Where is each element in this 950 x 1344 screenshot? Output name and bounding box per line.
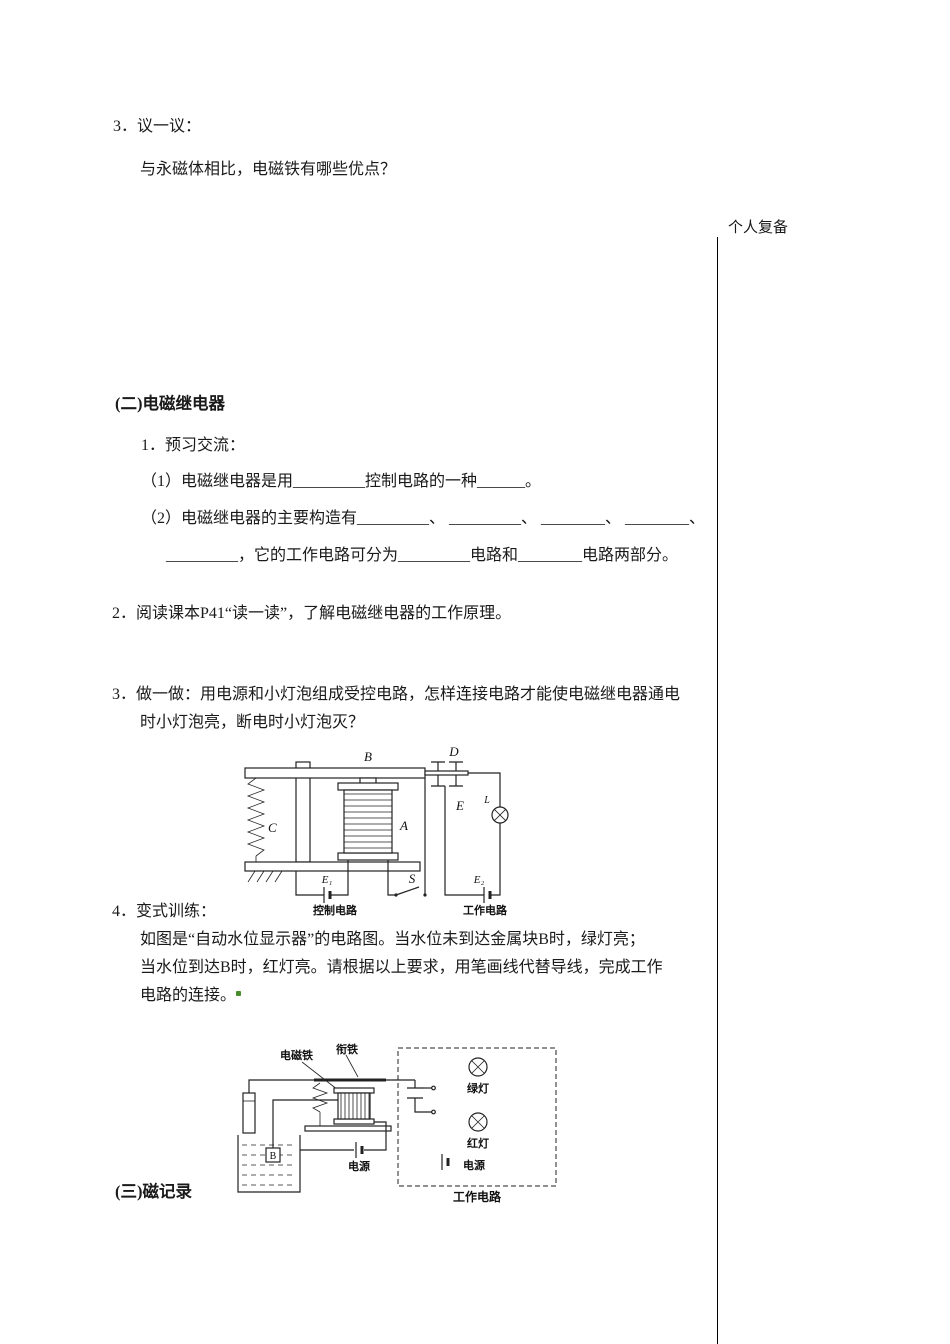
- water-terminal-dot-top: [431, 1085, 436, 1091]
- bottom-rail-right: [364, 1121, 387, 1151]
- relay-label-S: S: [409, 871, 416, 886]
- armature-leader-line: [345, 1054, 359, 1078]
- green-lamp-cross: [471, 1060, 485, 1074]
- item3-heading: 3．议一议：: [113, 118, 202, 135]
- water-spring: [311, 1082, 329, 1113]
- item3-question: 与永磁体相比，电磁铁有哪些优点？: [140, 161, 397, 178]
- section-relay-title: (二)电磁继电器: [115, 394, 225, 413]
- water-level-diagram: 绿灯 红灯 电源 工作电路 电磁铁 衔铁: [237, 1042, 557, 1204]
- relay-q3-line2: 时小灯泡亮，断电时小灯泡灭？: [140, 714, 365, 731]
- relay-label-B: B: [364, 749, 372, 764]
- relay-label-L: L: [483, 795, 490, 806]
- water-coil-winding-hatch: [340, 1093, 370, 1119]
- water-frame-base: [304, 1125, 392, 1132]
- relay-lamp-wire-top: [468, 772, 501, 807]
- relay-armature-bar: [244, 767, 426, 779]
- water-container: [237, 1135, 301, 1193]
- relay-switch-blade: [395, 886, 420, 896]
- relay-control-circuit-label: 控制电路: [313, 903, 358, 917]
- metal-block-label: B: [270, 1151, 277, 1162]
- water-coil-bottom-flange: [333, 1118, 375, 1125]
- electromagnet-leader-line: [301, 1061, 339, 1091]
- relay-q4-heading: 4．变式训练：: [112, 903, 217, 920]
- relay-lower-contacts: [431, 775, 463, 787]
- relay-q1-line3: _________，它的工作电路可分为_________电路和________电…: [166, 547, 679, 564]
- red-lamp-label: 红灯: [467, 1136, 489, 1150]
- relay-label-A: A: [399, 818, 408, 833]
- relay-coil-bottom-flange: [337, 852, 399, 861]
- green-lamp-label: 绿灯: [467, 1081, 489, 1095]
- left-battery-wire: [248, 1079, 314, 1093]
- relay-coil-winding-hatch: [344, 793, 392, 849]
- relay-battery2-wire: [444, 786, 484, 896]
- relay-q1-line2: （2）电磁继电器的主要构造有_________、 _________、 ____…: [141, 510, 706, 527]
- relay-base: [244, 861, 421, 872]
- water-terminal-dot-bottom: [431, 1109, 436, 1115]
- relay-q2: 2．阅读课本P41“读一读”，了解电磁继电器的工作原理。: [112, 605, 512, 622]
- relay-lamp-wire-bottom: [490, 823, 501, 896]
- red-lamp-cross: [471, 1115, 485, 1129]
- green-dot-mark: [236, 991, 241, 996]
- armature-label: 衔铁: [336, 1042, 358, 1056]
- water-coil-top-flange: [333, 1087, 375, 1094]
- working-circuit-dashed-box: [397, 1047, 557, 1187]
- section-magnetic-title: (三)磁记录: [115, 1182, 192, 1201]
- relay-upper-contacts: [431, 761, 463, 771]
- water-working-circuit-label: 工作电路: [453, 1189, 502, 1204]
- water-fixed-contact: [407, 1097, 423, 1106]
- relay-lamp-cross: [494, 809, 506, 821]
- relay-coil-body: [343, 789, 393, 854]
- relay-label-D: D: [448, 744, 459, 759]
- relay-contact-strip: [424, 770, 469, 776]
- relay-q4-line2: 当水位到达B时，红灯亮。请根据以上要求，用笔画线代替导线，完成工作: [140, 959, 663, 976]
- relay-label-E2: E₂: [473, 874, 485, 886]
- left-battery: [242, 1092, 256, 1134]
- metal-block-wire: [272, 1099, 338, 1148]
- relay-coil-wire-right: [387, 860, 396, 896]
- relay-q3-line1: 3．做一做：用电源和小灯泡组成受控电路，怎样连接电路才能使电磁继电器通电: [112, 686, 681, 703]
- relay-base-hatch: [247, 870, 283, 883]
- margin-divider-line: [717, 237, 718, 1344]
- personal-note-label: 个人复备: [728, 220, 789, 236]
- relay-label-C: C: [268, 820, 277, 835]
- relay-diagram: B D C A E L E₁ S E₂ 控制电路 工作电路: [244, 744, 509, 917]
- relay-switch-dot-left: [394, 893, 398, 897]
- relay-q1-heading: 1．预习交流：: [141, 437, 246, 454]
- relay-q4-line1: 如图是“自动水位显示器”的电路图。当水位未到达金属块B时，绿灯亮；: [140, 931, 645, 948]
- water-moving-contact: [407, 1080, 423, 1089]
- relay-label-E: E: [455, 798, 464, 813]
- relay-spring: [246, 777, 266, 857]
- relay-q4-line3: 电路的连接。: [140, 987, 237, 1004]
- relay-label-E1: E₁: [321, 874, 333, 886]
- left-power-label: 电源: [348, 1159, 370, 1173]
- box-power-label: 电源: [463, 1158, 485, 1172]
- relay-working-circuit-label: 工作电路: [463, 903, 508, 917]
- relay-coil-top-flange: [337, 782, 399, 791]
- relay-q1-line1: （1）电磁继电器是用_________控制电路的一种______。: [141, 473, 542, 490]
- relay-battery1-wire: [295, 871, 324, 896]
- relay-coil-wire-left: [330, 860, 349, 896]
- water-terminal-stub-bottom: [414, 1106, 432, 1113]
- electromagnet-label: 电磁铁: [280, 1048, 313, 1062]
